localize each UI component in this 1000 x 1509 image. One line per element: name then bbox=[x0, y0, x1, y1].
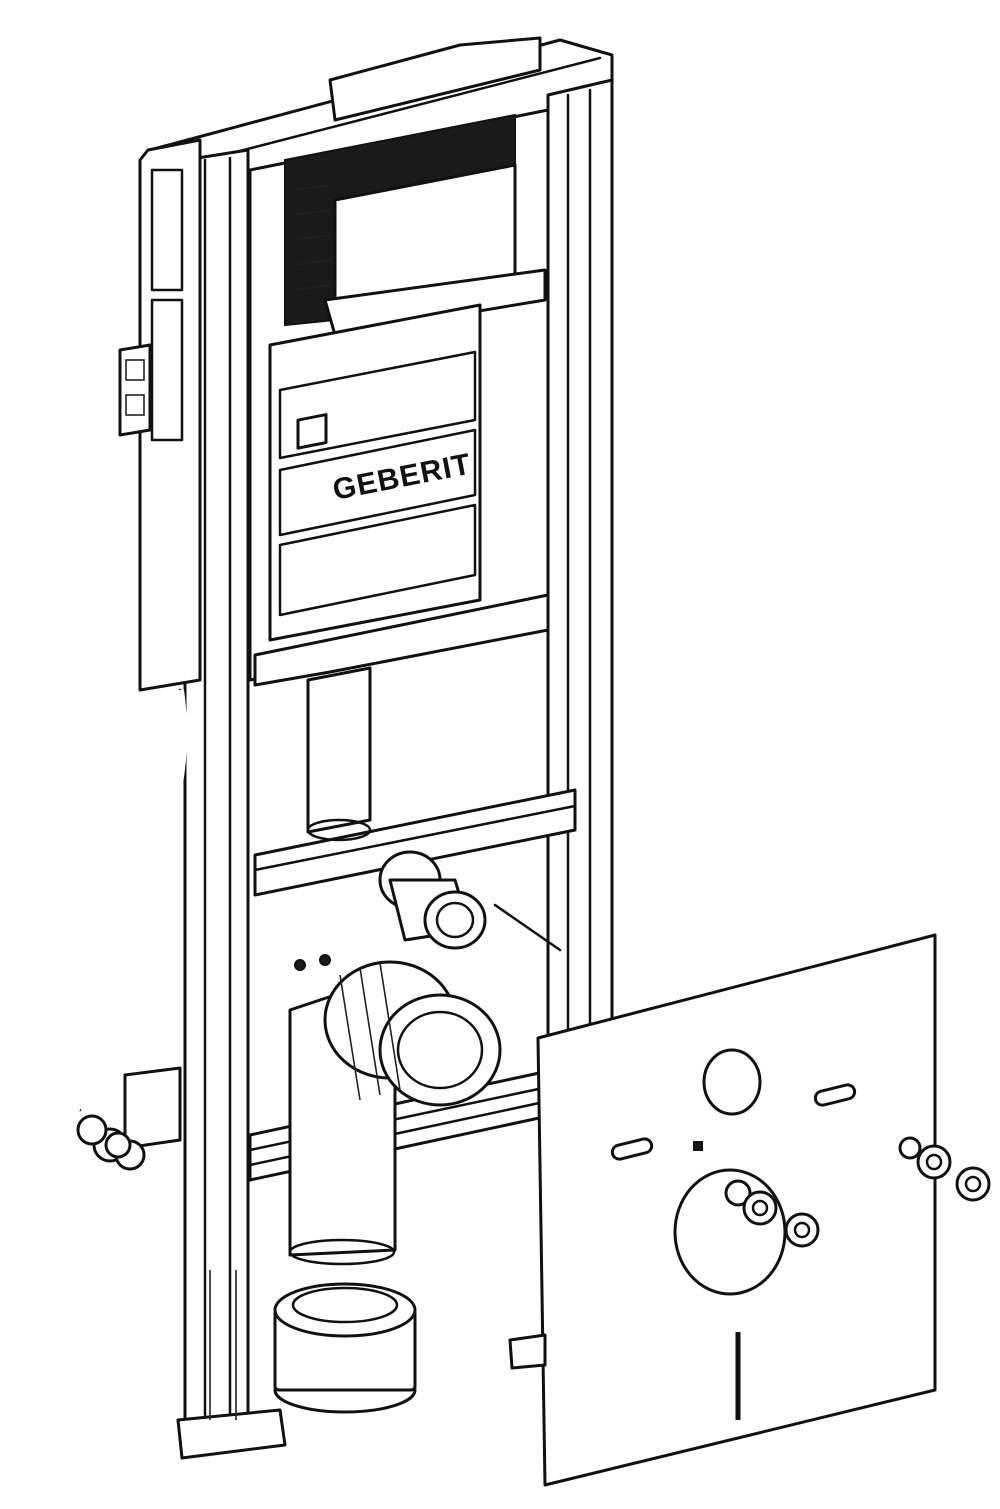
concealed-cistern bbox=[248, 108, 550, 842]
water-supply-hose bbox=[45, 688, 188, 1159]
fixing-bolts bbox=[724, 1136, 991, 1248]
sound-insulation-mat bbox=[536, 933, 937, 1487]
right-foot-bracket bbox=[508, 1333, 547, 1370]
flush-bend bbox=[288, 954, 502, 1266]
drain-connector bbox=[378, 850, 562, 952]
pipe-socket-cap bbox=[273, 1282, 417, 1414]
